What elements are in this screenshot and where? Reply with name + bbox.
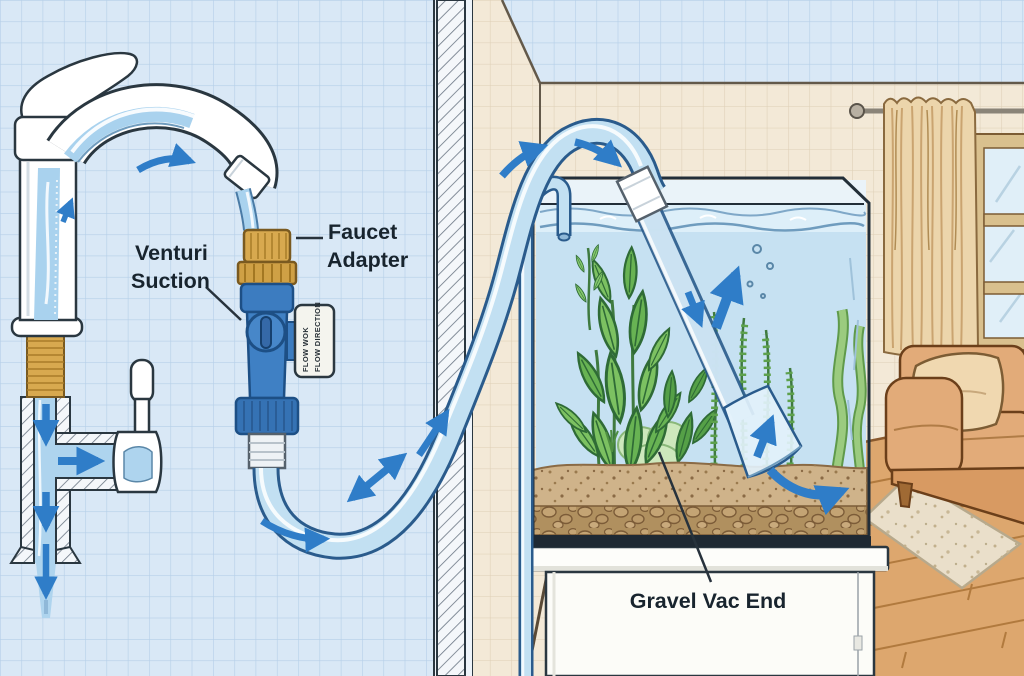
gravel-vac-leader-line (657, 451, 713, 583)
faucet (10, 51, 279, 398)
flow-arrow-icon (749, 414, 777, 459)
faucet-spout (46, 83, 279, 189)
labels: Venturi Suction Faucet Adapter Gravel Va… (131, 220, 786, 613)
under-sink-pipe (9, 358, 163, 618)
gravel-bed (532, 429, 868, 536)
flow-arrow-icon (260, 518, 331, 553)
flow-arrow-icon (416, 408, 450, 457)
venturi-leader-line (205, 286, 242, 321)
aquarium-stand (524, 545, 890, 676)
wall-cross-section (433, 0, 472, 676)
flow-arrow-icon (574, 138, 623, 168)
couch-leg (896, 480, 914, 509)
gravel-vacuum (621, 174, 850, 516)
faucet-aerator (223, 154, 271, 200)
venturi-suction-label-line1: Venturi (135, 241, 208, 265)
flow-arrow-icon (499, 141, 549, 179)
faucet-adapter-label-line2: Adapter (327, 248, 409, 272)
tag-line-2: FLOW DIRECTION (313, 302, 322, 372)
couch (884, 344, 1024, 525)
flow-arrow-icon (56, 197, 75, 224)
window (971, 133, 1024, 351)
venturi-suction-label-line2: Suction (131, 269, 210, 293)
aquarium-plants (551, 243, 722, 481)
water-surface (536, 204, 866, 232)
vac-coupling (615, 165, 669, 223)
flow-direction-tag: FLOW WOK FLOW DIRECTION (293, 302, 336, 379)
flow-arrow-icon (681, 290, 705, 328)
flow-arrow-icon (766, 466, 850, 516)
faucet-mount-threads (26, 333, 65, 398)
drain-valve (112, 358, 163, 494)
faucet-adapter (236, 228, 298, 286)
couch-base (890, 466, 1024, 525)
flow-arrow-icon (346, 452, 408, 503)
curtain (883, 96, 980, 358)
bubbles (746, 244, 774, 299)
faucet-adapter-label-line1: Faucet (328, 220, 397, 244)
gravel-vac-end-label: Gravel Vac End (630, 589, 787, 613)
venturi-valve: FLOW WOK FLOW DIRECTION (234, 282, 336, 470)
flow-arrow-icon (709, 265, 744, 330)
tag-line-1: FLOW WOK (301, 327, 310, 372)
flow-arrow-icon (136, 143, 196, 174)
supply-tube (252, 117, 669, 560)
curtain-rod-finial (849, 103, 865, 119)
stand-cabinet (544, 570, 876, 676)
